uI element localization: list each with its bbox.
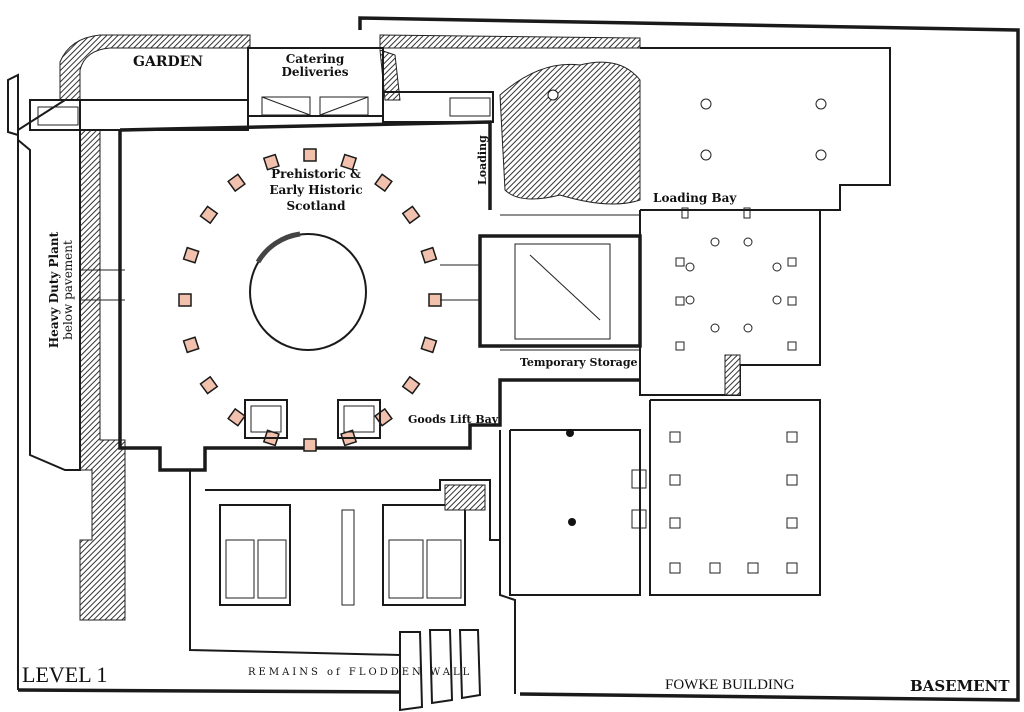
label-loading-bay: Loading Bay [653, 191, 737, 205]
label-gallery-1: Prehistoric & [271, 167, 361, 181]
display-case [401, 375, 421, 395]
label-loading: Loading [476, 135, 489, 185]
level-title: LEVEL 1 [22, 662, 107, 687]
label-flodden-wall: REMAINS of FLODDEN WALL [248, 667, 472, 678]
catering-deliveries-room [29, 47, 494, 131]
loading-area [499, 61, 641, 205]
level-1-frame [7, 16, 1020, 702]
display-case [420, 246, 438, 264]
label-garden: GARDEN [133, 54, 203, 70]
label-goods-lift-bay: Goods Lift Bay [408, 413, 499, 426]
label-deliveries: Deliveries [281, 65, 348, 79]
label-fowke-building: FOWKE BUILDING [665, 677, 795, 693]
display-case [262, 153, 280, 171]
goods-lift-left [244, 399, 288, 439]
goods-lift-right [337, 399, 381, 439]
label-basement: BASEMENT [910, 677, 1010, 695]
stairs [724, 354, 741, 396]
display-case [340, 153, 358, 171]
display-case [227, 173, 246, 193]
label-catering: Catering [286, 52, 345, 66]
garden-wall [59, 34, 641, 621]
display-case [178, 293, 192, 307]
display-case [182, 336, 200, 354]
label-plant-1: Heavy Duty Plant [47, 231, 61, 348]
display-case [428, 293, 442, 307]
columns [566, 98, 827, 526]
display-case [227, 407, 246, 427]
display-case [401, 205, 421, 225]
prehistoric-gallery [118, 120, 640, 472]
display-case [374, 173, 393, 193]
temporary-storage [440, 214, 642, 351]
flodden-wall-remains [160, 469, 500, 712]
label-gallery-2: Early Historic [269, 183, 362, 197]
label-gallery-3: Scotland [287, 199, 347, 213]
label-temporary-storage: Temporary Storage [520, 356, 638, 369]
label-plant-2: below pavement [61, 240, 75, 340]
display-case [303, 148, 317, 162]
display-case [374, 407, 393, 427]
display-case [199, 375, 219, 395]
display-case [182, 246, 200, 264]
display-cases [178, 148, 442, 452]
display-case [199, 205, 219, 225]
display-case [303, 438, 317, 452]
display-case [420, 336, 438, 354]
fowke-building [499, 47, 891, 694]
central-rotunda [249, 233, 367, 351]
